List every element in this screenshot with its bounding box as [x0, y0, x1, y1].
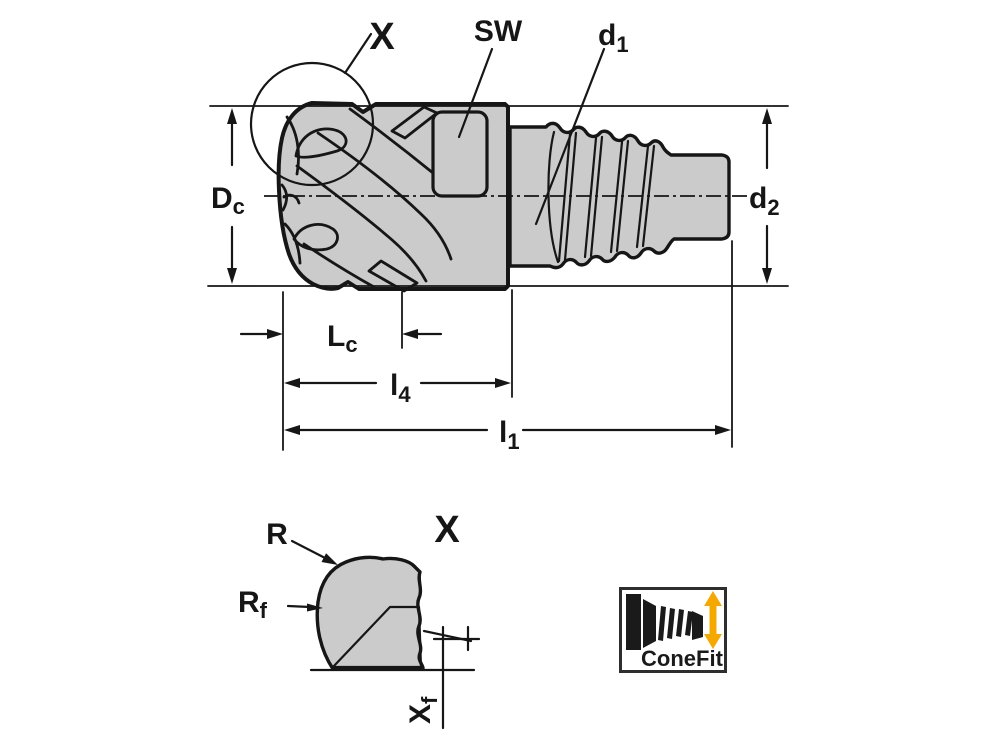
label-wrench-flat: SW — [474, 15, 523, 48]
tool-shank-cone — [508, 121, 731, 270]
label-cutting-diameter: Dc — [211, 182, 245, 219]
label-detail-callout: X — [369, 16, 395, 58]
dim-flute-length: l4 — [284, 369, 511, 407]
label-overall-length: l1 — [499, 416, 520, 454]
wrench-flat-face — [431, 110, 489, 198]
dim-cutting-diameter: Dc — [211, 108, 245, 284]
xf-dimension-lines — [422, 625, 481, 730]
label-neck-diameter: d1 — [598, 19, 629, 57]
rf-leader-arrow — [307, 603, 323, 612]
cone-outline — [508, 121, 731, 270]
dim-cutting-length: Lc — [239, 320, 443, 357]
label-flute-length: l4 — [390, 369, 411, 407]
r-leader-line — [290, 539, 329, 561]
label-cutting-length: Lc — [327, 320, 358, 357]
label-face-radius: Rf — [238, 586, 268, 623]
r-leader-arrow — [321, 553, 338, 565]
label-shank-diameter: d2 — [749, 182, 780, 220]
main-view: Dc d2 Lc l4 l1 — [207, 15, 789, 454]
extension-lines — [207, 105, 789, 451]
dim-shank-diameter: d2 — [749, 108, 780, 284]
rf-leader-line — [286, 604, 312, 609]
detail-callout-circle — [249, 61, 375, 187]
label-profile-radius: R — [266, 518, 288, 551]
threaded-cone-icon — [626, 594, 703, 650]
sw-leader-line — [457, 47, 494, 139]
label-tip-offset: Xf — [404, 696, 442, 724]
tool-cutter-head — [276, 101, 510, 293]
conefit-logo: ConeFit — [619, 587, 727, 673]
cone-front-edge-arc — [547, 130, 560, 264]
d1-leader-line — [534, 47, 606, 226]
label-detail-title: X — [434, 509, 460, 551]
detail-callout-leader — [343, 32, 373, 75]
logo-wordmark: ConeFit — [641, 646, 724, 671]
detail-hatched-section — [331, 605, 423, 669]
dim-overall-length: l1 — [284, 416, 731, 454]
double-vertical-arrow-icon — [704, 591, 722, 649]
detail-corner-profile — [315, 555, 425, 671]
detail-view-x: R Rf X Xf — [238, 509, 481, 730]
